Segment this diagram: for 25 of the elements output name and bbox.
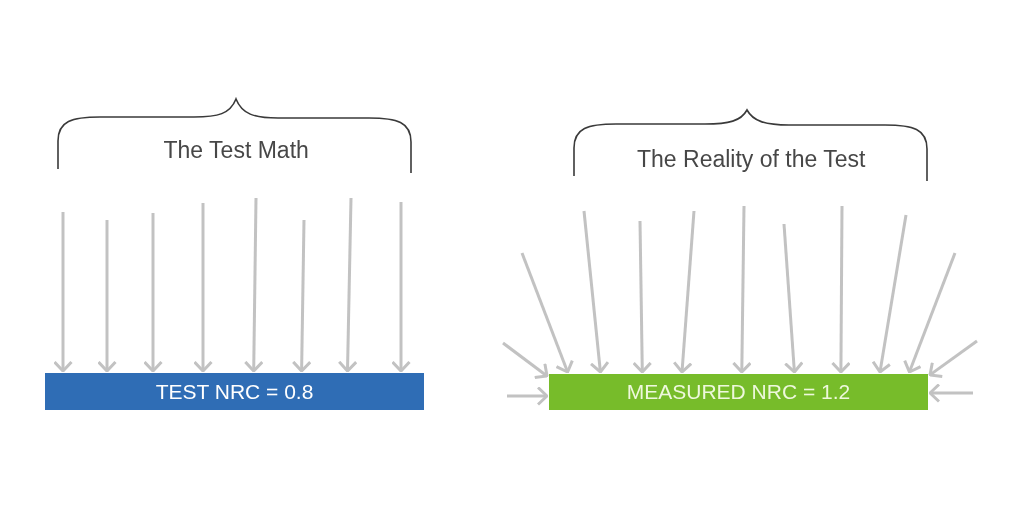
arrow <box>672 210 696 374</box>
arrow <box>502 341 549 379</box>
arrow <box>337 197 358 373</box>
arrow <box>520 252 574 374</box>
brace-label: The Test Math <box>163 137 309 165</box>
arrow <box>391 202 411 373</box>
arrow <box>830 206 851 374</box>
arrow <box>928 383 973 403</box>
arrow <box>632 220 653 374</box>
arrow <box>193 203 213 373</box>
arrow <box>782 223 804 374</box>
brace-label: The Reality of the Test <box>637 146 866 174</box>
arrow <box>507 386 549 406</box>
arrow <box>53 212 73 373</box>
arrow <box>731 205 752 374</box>
arrow <box>143 213 163 373</box>
arrow <box>291 219 312 373</box>
arrow <box>871 214 908 374</box>
arrow <box>928 339 978 379</box>
result-bar: MEASURED NRC = 1.2 <box>549 374 928 410</box>
arrow <box>903 252 957 374</box>
arrow <box>97 220 117 373</box>
arrow <box>582 210 610 374</box>
arrow <box>243 197 264 373</box>
result-bar: TEST NRC = 0.8 <box>45 373 424 410</box>
